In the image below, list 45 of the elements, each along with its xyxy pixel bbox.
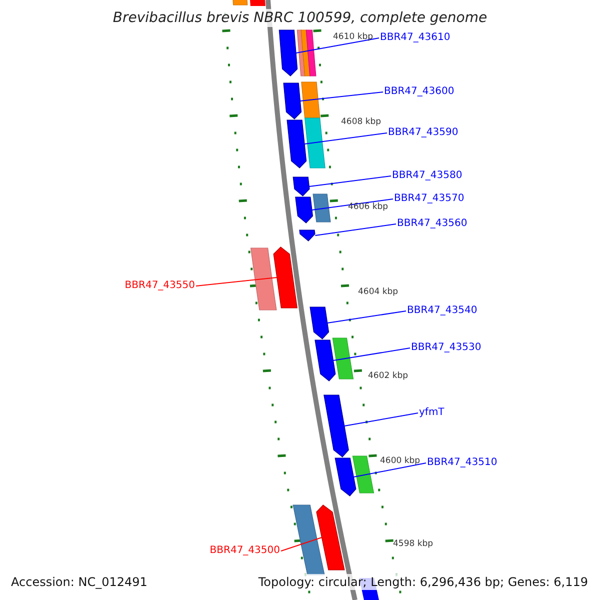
gene-feature [273,246,298,308]
leader-line [280,537,322,552]
footer-text: Accession: NC_012491 [9,574,150,590]
gene-label: BBR47_43510 [427,457,498,469]
scale-label: 4600 kbp [380,456,420,466]
gene-feature [295,196,314,224]
gene-feature [314,340,336,382]
gene-label: BBR47_43610 [380,32,450,44]
scale-label: 4610 kbp [333,32,374,42]
gene-label: BBR47_43590 [388,127,458,139]
gene-feature [278,30,298,76]
gene-feature [292,176,310,196]
gene-feature [316,504,345,570]
gene-feature [286,120,307,168]
leader-line [344,412,418,426]
scale-label: 4604 kbp [358,287,398,297]
scale-label: 4608 kbp [341,117,382,127]
gene-label: BBR47_43580 [392,170,462,182]
gene-label: BBR47_43550 [124,280,195,292]
leader-line [295,38,380,54]
scale-label: 4598 kbp [393,539,434,549]
gene-label: BBR47_43570 [394,193,464,205]
gene-label: BBR47_43500 [210,545,280,557]
scale-label: 4606 kbp [348,202,388,212]
gene-label: BBR47_43600 [384,86,454,98]
gene-label: BBR47_43540 [407,305,478,317]
leader-line [196,277,278,286]
leader-line [353,462,426,478]
scale-label: 4602 kbp [368,371,408,381]
leader-line [326,310,406,324]
leader-line [314,224,396,236]
gene-feature [334,458,356,496]
gene-feature [299,230,316,242]
gene-feature [310,306,330,340]
leader-line [300,92,384,102]
gene-feature [324,394,349,458]
gene-feature [283,82,302,120]
leader-line [332,348,410,361]
footer-text: Topology: circular; Length: 6,296,436 bp; Genes: 6,119 [256,574,590,590]
gene-label: yfmT [419,407,444,419]
leader-line [304,132,388,144]
gene-label: BBR47_43560 [397,218,468,230]
leader-line [311,198,394,210]
leader-line [308,176,392,187]
gene-label: BBR47_43530 [411,342,482,354]
